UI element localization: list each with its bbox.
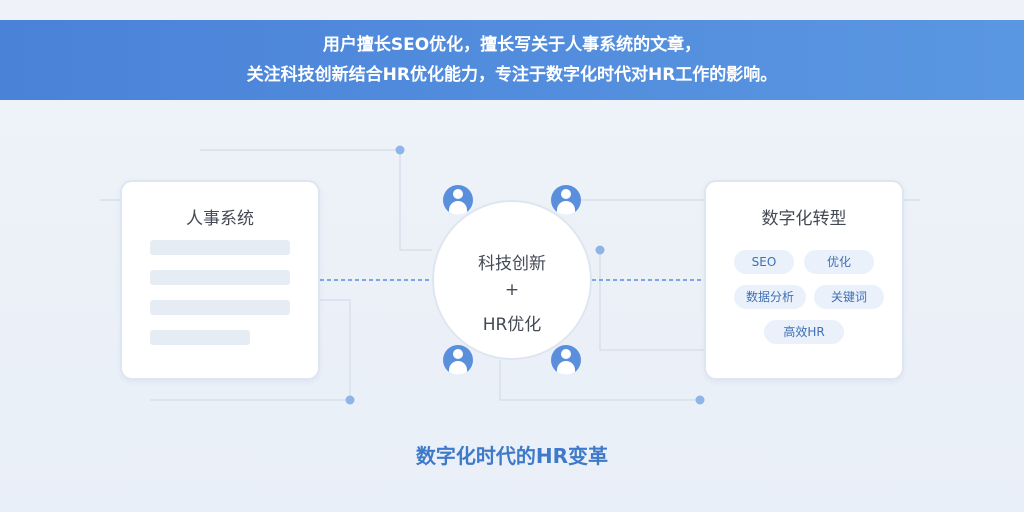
banner-line-1: 用户擅长SEO优化，擅长写关于人事系统的文章， (322, 35, 702, 55)
placeholder-line (150, 330, 250, 345)
user-avatar-icon (551, 345, 581, 375)
tag-data-analysis: 数据分析 (734, 285, 806, 309)
node-dot (595, 245, 605, 255)
node-dot (395, 145, 405, 155)
banner-line-2: 关注科技创新结合HR优化能力，专注于数字化时代对HR工作的影响。 (246, 65, 778, 85)
center-plus: + (504, 280, 520, 300)
user-avatar-icon (443, 185, 473, 215)
user-avatar-icon (551, 185, 581, 215)
hr-system-title: 人事系统 (186, 209, 254, 229)
tag-efficient-hr: 高效HR (764, 320, 844, 344)
circuit-line (499, 360, 700, 401)
tag-optimization: 优化 (804, 250, 874, 274)
center-line-1: 科技创新 (478, 254, 546, 274)
circuit-line (200, 149, 432, 251)
header-banner: 用户擅长SEO优化，擅长写关于人事系统的文章， 关注科技创新结合HR优化能力，专… (0, 20, 1024, 100)
placeholder-line (150, 300, 290, 315)
footer-caption: 数字化时代的HR变革 (415, 444, 609, 468)
tag-seo: SEO (734, 250, 794, 274)
center-line-3: HR优化 (482, 315, 542, 335)
circuit-line (599, 250, 704, 351)
placeholder-line (150, 270, 290, 285)
node-dot (695, 395, 705, 405)
tag-keywords: 关键词 (814, 285, 884, 309)
center-hub: 科技创新 + HR优化 (432, 200, 592, 360)
node-dot (345, 395, 355, 405)
circuit-line (150, 299, 351, 401)
hr-system-card: 人事系统 (120, 180, 320, 380)
digital-transformation-card: 数字化转型 SEO 优化 数据分析 关键词 高效HR (704, 180, 904, 380)
user-avatar-icon (443, 345, 473, 375)
placeholder-line (150, 240, 290, 255)
digital-transformation-title: 数字化转型 (761, 209, 847, 229)
